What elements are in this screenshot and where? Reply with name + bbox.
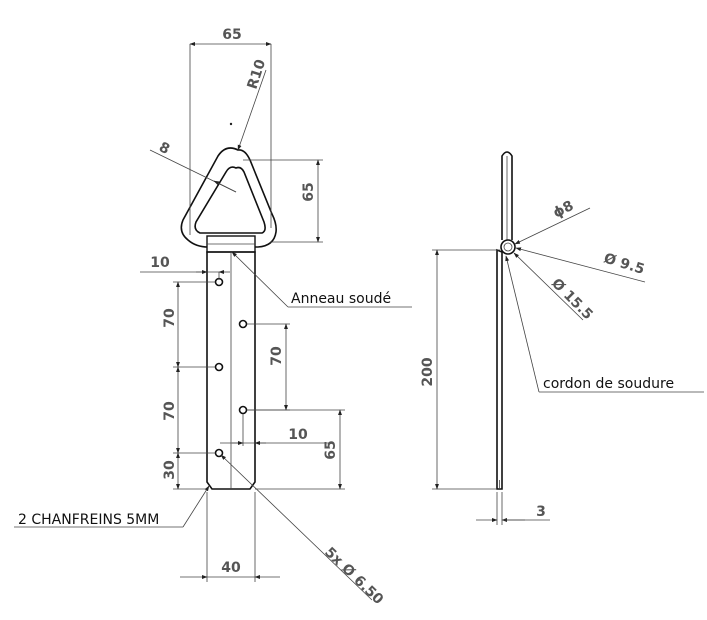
leader-weld-bead: cordon de soudure — [505, 255, 704, 393]
label-weld-bead: cordon de soudure — [543, 376, 674, 392]
dim-edge-offset-text: 10 — [150, 255, 170, 271]
dim-right-bottom: 65 — [247, 409, 345, 490]
front-plate — [206, 251, 256, 490]
dim-length: 200 — [420, 249, 500, 490]
dim-bottom-offset-text: 30 — [162, 460, 178, 480]
leader-weld-ring: Anneau soudé — [231, 251, 412, 308]
hole — [238, 319, 248, 329]
dim-edge-offset: 10 — [140, 255, 230, 280]
hole — [238, 405, 248, 415]
dim-left-chain: 70 70 30 — [162, 281, 215, 490]
triangular-ring — [180, 122, 277, 248]
side-view: ϕ8 Ø 9.5 Ø 15.5 200 3 — [420, 151, 704, 525]
dim-length-text: 200 — [420, 357, 436, 386]
dim-thickness: 3 — [476, 492, 550, 525]
dim-right-pitch: 70 — [247, 323, 290, 411]
dim-top-width-text: 65 — [222, 27, 241, 43]
dim-thickness-text: 3 — [536, 504, 546, 520]
dim-ring-thickness: 8 — [149, 139, 237, 193]
dim-thickness-text: 8 — [156, 139, 172, 158]
dim-pitch-2-text: 70 — [162, 401, 178, 421]
dim-bottom-width-text: 40 — [221, 560, 241, 576]
front-view: 65 R10 8 65 10 — [14, 27, 412, 608]
dim-pitch-1-text: 70 — [162, 308, 178, 328]
dim-top-width: 65 — [189, 27, 272, 235]
dim-radius: R10 — [237, 57, 270, 151]
mounting-holes — [214, 277, 248, 458]
hole — [214, 448, 224, 458]
dim-diameter-8-text: ϕ8 — [551, 198, 577, 222]
dim-right-pitch-text: 70 — [269, 346, 285, 366]
dim-ring-height: 65 — [243, 159, 323, 243]
weld-bead-circle — [500, 239, 516, 255]
label-weld-ring: Anneau soudé — [291, 291, 391, 307]
dim-radius-text: R10 — [245, 57, 270, 91]
dim-diameter-8: ϕ8 — [514, 198, 591, 245]
dim-diameter-15-5-text: Ø 15.5 — [548, 276, 596, 324]
leader-chamfers: 2 CHANFREINS 5MM — [14, 485, 210, 528]
dim-diameter-9-5-text: Ø 9.5 — [602, 251, 646, 278]
label-chamfers: 2 CHANFREINS 5MM — [18, 512, 159, 528]
dim-diameter-9-5: Ø 9.5 — [515, 247, 646, 283]
dim-right-bottom-text: 65 — [323, 440, 339, 459]
leader-holes: 5x Ø 6.50 — [220, 454, 386, 608]
dim-ring-height-text: 65 — [301, 182, 317, 201]
dim-bottom-width: 40 — [180, 492, 280, 582]
label-holes: 5x Ø 6.50 — [321, 544, 386, 608]
dim-right-offset-text: 10 — [288, 427, 308, 443]
dim-diameter-15-5: Ø 15.5 — [513, 252, 596, 324]
dim-right-offset: 10 — [220, 414, 330, 446]
side-ring-bar — [501, 151, 513, 240]
side-plate — [496, 248, 503, 490]
hole — [214, 362, 224, 372]
